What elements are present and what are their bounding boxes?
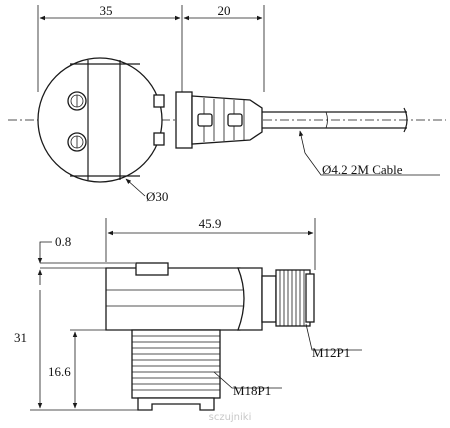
m18-leader [213,371,282,389]
diameter-text: Ø30 [146,189,168,204]
side-view: 45.9 0.8 31 16.6 [14,216,362,423]
screw-top [67,91,87,111]
dimension-0-8-text: 0.8 [55,234,71,249]
m18-label: M18P1 [233,383,271,398]
cable-leader [304,152,440,176]
dimension-31-text: 31 [14,330,27,345]
dimension-0-8-leader [37,241,52,264]
m12-leader [305,323,362,351]
cable-leader-arrow [298,130,306,154]
diameter-leader [125,178,146,197]
cable-gland [175,91,263,149]
top-view: 35 20 [8,3,446,204]
cable-label: Ø4.2 2M Cable [322,162,403,177]
watermark: sczujniki [209,412,252,423]
cable [262,107,408,133]
sensor-head [37,57,165,183]
dimension-20-text: 20 [218,3,231,18]
m12-connector [261,269,315,327]
screw-bottom [67,132,87,152]
sensor-body [105,262,263,331]
m18-thread [131,329,221,411]
dimension-16-6-text: 16.6 [48,364,71,379]
m12-label: M12P1 [312,345,350,360]
dimension-45-9-text: 45.9 [199,216,222,231]
dimension-35-text: 35 [100,3,113,18]
